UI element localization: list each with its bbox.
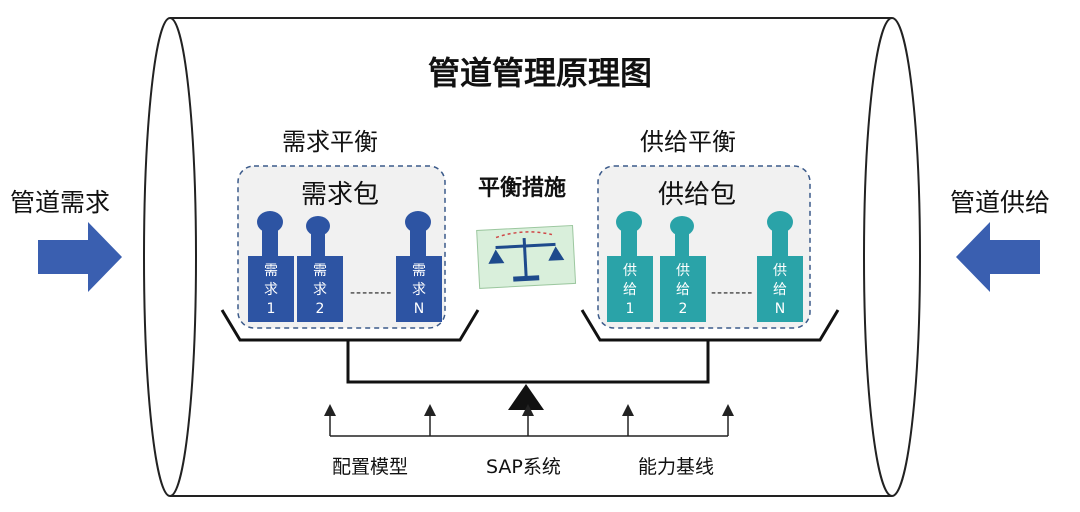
supply-weights bbox=[607, 211, 803, 322]
demand-arrow-icon bbox=[38, 222, 122, 292]
supply-ellipsis: ------- bbox=[711, 285, 754, 301]
pipe-right-end bbox=[863, 16, 921, 498]
balance-measures-label: 平衡措施 bbox=[477, 176, 567, 201]
balance-beam bbox=[346, 340, 710, 384]
supply-package-label: 供给包 bbox=[658, 180, 737, 210]
diagram-title: 管道管理原理图 bbox=[427, 54, 653, 92]
sap-system-label: SAP系统 bbox=[486, 456, 561, 478]
demand-weights bbox=[248, 211, 442, 322]
config-model-label: 配置模型 bbox=[332, 456, 409, 478]
demand-pan bbox=[220, 309, 480, 342]
demand-package-label: 需求包 bbox=[301, 180, 380, 210]
supply-pan bbox=[580, 309, 840, 342]
support-arrows bbox=[324, 404, 734, 437]
supply-balance-label: 供给平衡 bbox=[640, 128, 736, 156]
capability-baseline-label: 能力基线 bbox=[638, 456, 715, 478]
pipe-demand-label: 管道需求 bbox=[10, 188, 111, 217]
demand-balance-label: 需求平衡 bbox=[282, 128, 378, 156]
fulcrum bbox=[508, 384, 544, 410]
supply-arrow-icon bbox=[956, 222, 1040, 292]
pipe-body bbox=[170, 17, 892, 497]
scales-icon bbox=[476, 224, 577, 289]
demand-ellipsis: ------- bbox=[350, 285, 393, 301]
pipe-left-end bbox=[143, 17, 197, 497]
pipe-supply-label: 管道供给 bbox=[950, 188, 1051, 217]
